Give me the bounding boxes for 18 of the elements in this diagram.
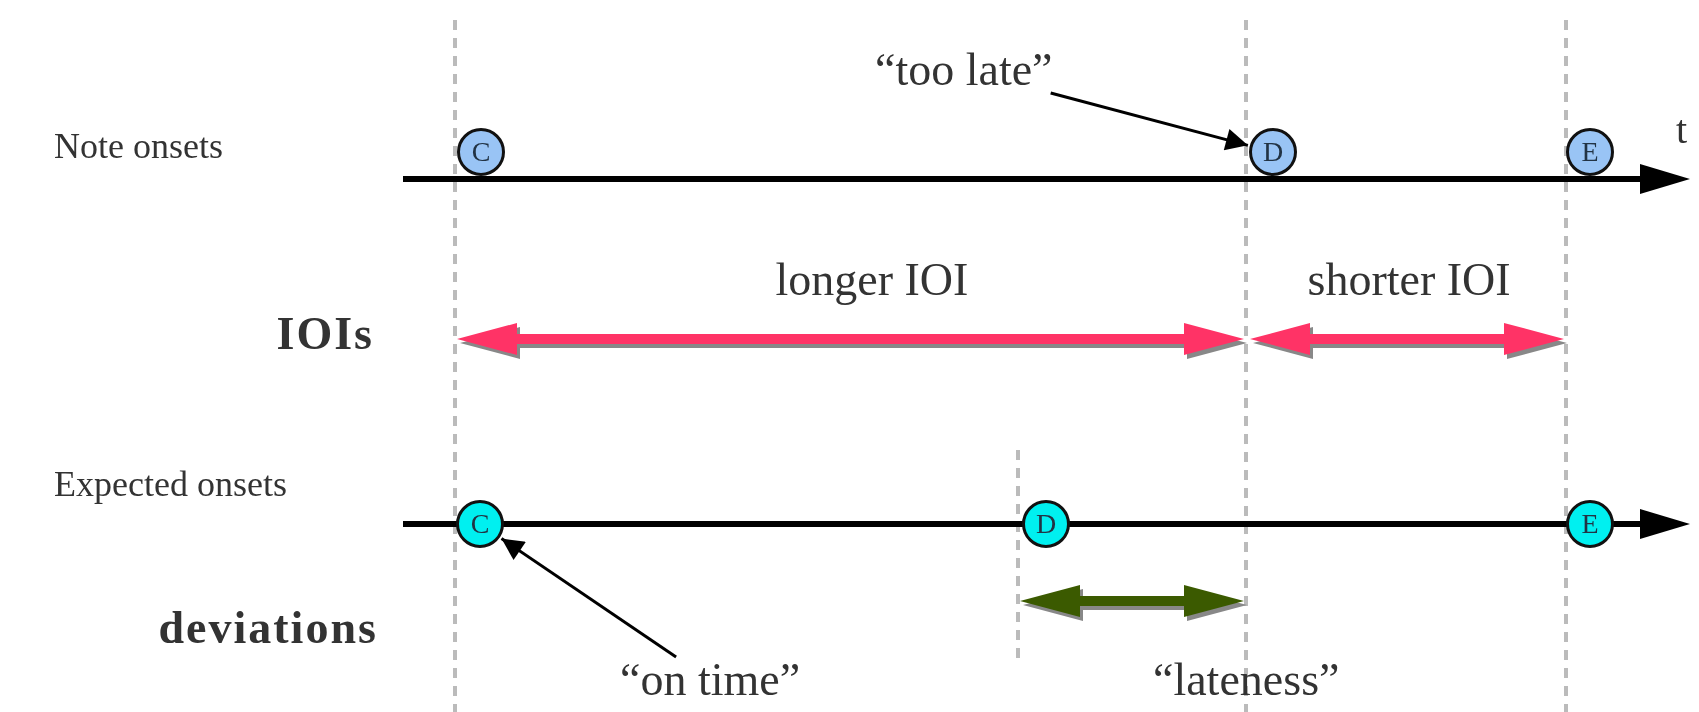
text-label: longer IOI: [775, 257, 969, 303]
leader-arrow: [1050, 91, 1249, 151]
text-label: Expected onsets: [54, 466, 287, 502]
note-circle: C: [457, 128, 505, 176]
text-label: IOIs: [276, 311, 374, 357]
text-label: shorter IOI: [1307, 257, 1511, 303]
text-label: t: [1676, 110, 1688, 150]
callout-text: “on time”: [620, 657, 801, 703]
leader-arrow: [500, 537, 677, 659]
note-circle: E: [1566, 128, 1614, 176]
text-label: “lateness”: [1153, 657, 1340, 703]
note-circle: D: [1022, 500, 1070, 548]
note-circle: C: [456, 500, 504, 548]
text-label: Note onsets: [54, 128, 223, 164]
callout-text: “too late”: [875, 47, 1053, 93]
note-circle: D: [1249, 128, 1297, 176]
note-circle: E: [1566, 500, 1614, 548]
text-label: deviations: [158, 605, 378, 651]
